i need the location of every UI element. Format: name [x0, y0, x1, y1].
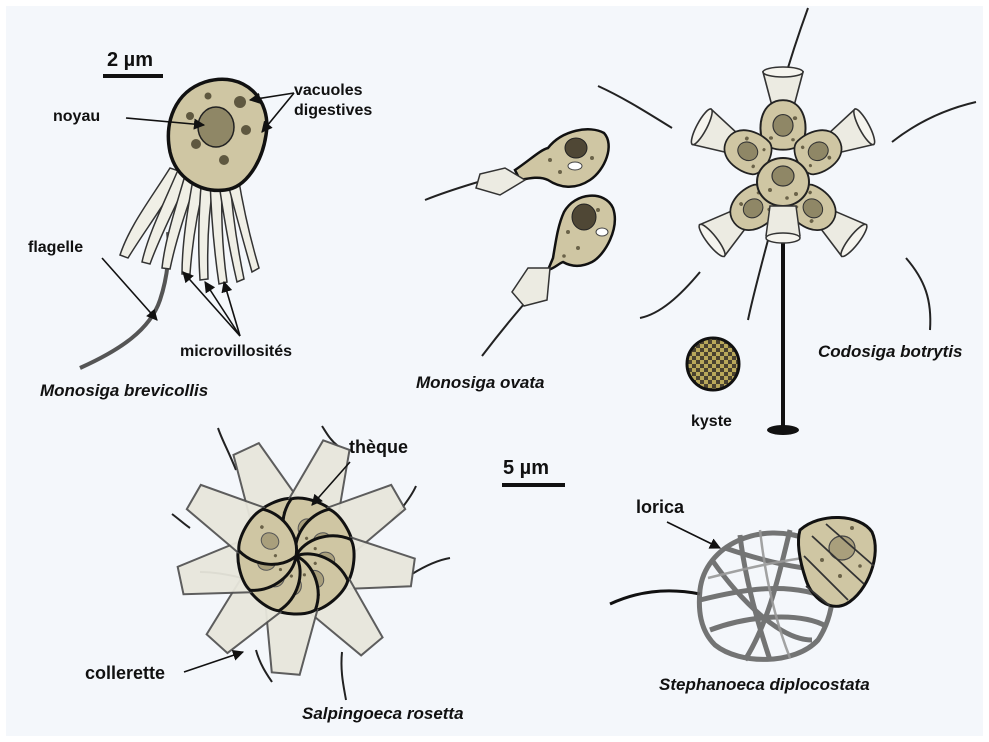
- monosiga-ovata-drawing: [425, 129, 615, 356]
- label-vacuoles-digestives: vacuoles digestives: [294, 81, 372, 121]
- label-kyste: kyste: [691, 414, 732, 430]
- salpingoeca-rosetta-drawing: [172, 426, 450, 700]
- label-microvillosites: microvillosités: [180, 344, 292, 360]
- scale-label-5um: 5 µm: [503, 458, 549, 478]
- label-theque: thèque: [349, 438, 408, 456]
- species-salpingoeca-rosetta: Salpingoeca rosetta: [302, 705, 464, 722]
- species-codosiga-botrytis: Codosiga botrytis: [818, 343, 963, 360]
- scale-label-2um: 2 µm: [107, 50, 153, 70]
- codosiga-botrytis-drawing: [598, 8, 976, 435]
- label-lorica: lorica: [636, 498, 684, 516]
- species-monosiga-brevicollis: Monosiga brevicollis: [40, 382, 208, 399]
- label-flagelle: flagelle: [28, 240, 83, 256]
- label-collerette: collerette: [85, 664, 165, 682]
- species-monosiga-ovata: Monosiga ovata: [416, 374, 544, 391]
- stephanoeca-diplocostata-drawing: [610, 517, 875, 660]
- species-stephanoeca-diplocostata: Stephanoeca diplocostata: [659, 676, 870, 693]
- monosiga-brevicollis-drawing: [80, 76, 294, 368]
- label-noyau: noyau: [53, 109, 100, 125]
